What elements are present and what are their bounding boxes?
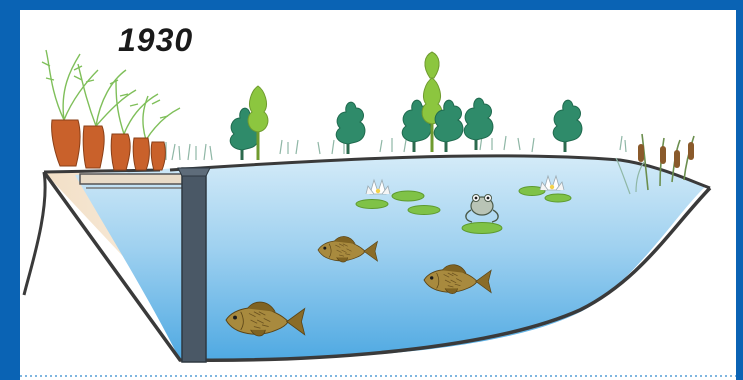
tree-icon xyxy=(464,98,493,150)
pond-cross-section xyxy=(20,10,736,380)
year-label: 1930 xyxy=(118,22,193,59)
pond-water xyxy=(75,156,706,360)
pond-outline xyxy=(24,172,45,295)
sluice-post xyxy=(182,168,206,362)
willow-tree-icon xyxy=(42,50,180,170)
sluice-bridge xyxy=(80,174,190,184)
tree-icon xyxy=(248,86,268,160)
tree-icon xyxy=(336,102,365,154)
illustration-panel: 1930 xyxy=(20,10,736,380)
tree-icon xyxy=(553,100,582,152)
